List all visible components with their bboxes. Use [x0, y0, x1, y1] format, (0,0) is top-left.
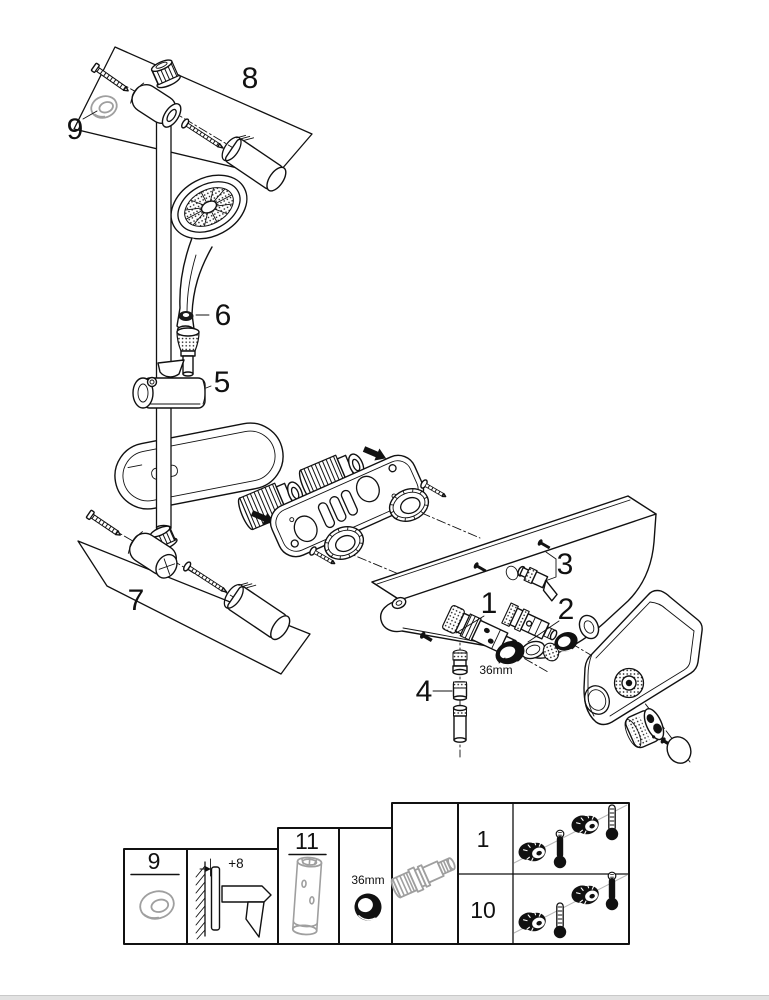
bottom-bracket-exploded: 7 [85, 509, 291, 641]
outlet-parts-chain: 4 [416, 649, 468, 743]
outlet-tube [452, 704, 468, 743]
check-valve [452, 681, 468, 701]
legend-offset-label: +8 [228, 856, 243, 871]
callout-label-4: 4 [416, 675, 433, 708]
plate-screw [420, 479, 447, 498]
leader-3 [544, 551, 557, 582]
hose-cone-nut [176, 327, 200, 377]
mount-direction-arrow [362, 446, 387, 461]
callout-label-2: 2 [558, 593, 575, 626]
legend-row1-label: 1 [477, 826, 490, 852]
ring-size-label: 36mm [479, 663, 512, 677]
page-footer-bar [0, 995, 769, 1000]
mixer-body [371, 495, 657, 662]
thermostatic-cartridge: 2 [501, 593, 578, 652]
diverter-unit: 3 [517, 548, 574, 602]
callout-label-7: 7 [128, 584, 145, 617]
shelf-screw [537, 539, 551, 550]
shower-rail [155, 117, 172, 549]
long-screw [183, 561, 228, 593]
mount-direction-arrow [250, 510, 275, 525]
escutcheon-ring [323, 526, 365, 560]
metering-wheel [613, 667, 645, 699]
legend-36mm-label: 36mm [351, 873, 384, 887]
callout-label-8: 8 [242, 62, 259, 95]
row10-icons [513, 871, 628, 939]
outlet-connector [452, 649, 468, 676]
body-screw [420, 631, 433, 643]
top-bracket-exploded: 8 9 [67, 59, 287, 192]
escutcheon-ring [388, 488, 430, 522]
hose-gasket: 6 [178, 299, 232, 332]
shelf-screw [473, 562, 487, 573]
leader-36mm [498, 657, 506, 664]
bracket-blade [245, 901, 265, 938]
leader-1 [455, 615, 485, 634]
long-screw [181, 118, 224, 149]
thermostat-mixer-exploded: 3 1 36mm [237, 446, 703, 764]
wall-holder [223, 582, 291, 641]
row1-icons [513, 804, 628, 869]
plate-screw [309, 546, 336, 565]
callout-label-9: 9 [67, 113, 84, 146]
shower-rail-assembly: 8 9 6 5 [67, 46, 313, 675]
rail-bracket [130, 82, 182, 128]
hand-shower [170, 174, 248, 335]
temperature-knob [624, 708, 665, 749]
legend-table: 9 +8 11 36mm [123, 802, 630, 945]
callout-label-5: 5 [214, 366, 231, 399]
aquadimmer-cartridge: 1 [442, 587, 518, 655]
rail-bracket [127, 531, 178, 579]
bracket-cap [150, 59, 181, 89]
bracket-profile [221, 885, 272, 903]
wall-mounting-diagram: +8 [195, 856, 272, 940]
handle-shell [583, 589, 703, 726]
legend-label-11: 11 [295, 828, 319, 854]
leader-2 [527, 620, 560, 643]
axis-union-1 [247, 510, 426, 586]
leader-5 [205, 385, 212, 389]
legend-row10-label: 10 [470, 897, 496, 923]
legend-label-9: 9 [148, 848, 161, 874]
leader-9 [82, 110, 98, 120]
spacer-ring-icon [139, 890, 175, 920]
ring-nut-36mm: 36mm [479, 640, 525, 677]
callout-label-1: 1 [481, 587, 498, 620]
mixer-shelf [371, 495, 657, 601]
screw [85, 509, 121, 536]
mounting-plate [269, 454, 425, 558]
ring-nut-icon [354, 893, 382, 921]
handle-shell-group [583, 589, 703, 764]
wall-holder [221, 134, 287, 192]
spacer-ring-grey [90, 95, 118, 119]
callout-label-6: 6 [215, 299, 232, 332]
legend-cell-11 [277, 827, 340, 945]
knob-cap [666, 736, 692, 764]
screw [90, 62, 129, 92]
ring-nut [554, 632, 578, 652]
extension-tube-icon [291, 856, 323, 936]
shower-holder: 5 [132, 359, 231, 409]
cartridge-icon-grey [390, 857, 456, 899]
shell-knob-hole [584, 685, 610, 715]
legend-cell-36mm [338, 827, 393, 945]
callout-label-3: 3 [557, 548, 574, 581]
